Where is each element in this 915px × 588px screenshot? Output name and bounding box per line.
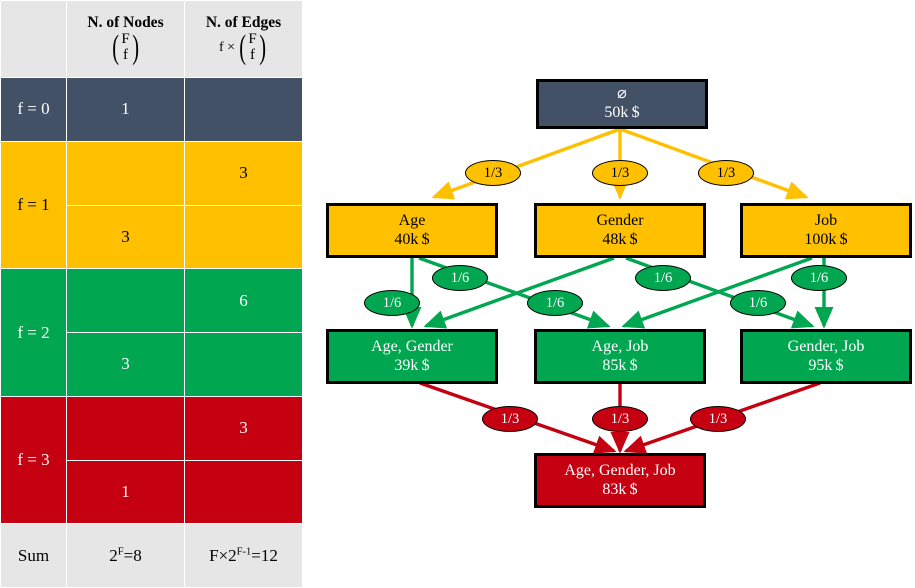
cell-nodes-sum-exp: F [117,545,124,557]
header-n-edges: N. of Edges f × ( F f ) [184,0,303,78]
header-n-nodes: N. of Nodes ( F f ) [66,0,185,78]
cell-edges-f1: 3 [184,140,303,206]
edge-label-age-gender-to-full[interactable]: 1/3 [482,406,538,432]
cell-nodes-f1-blank [66,140,185,206]
edge-label-root-age[interactable]: 1/3 [465,160,521,186]
binomial-edges-top: F [248,31,257,48]
binomial-edges: f × ( F f ) [218,29,268,67]
node-gender-value: 48k $ [602,230,638,248]
paren-left-icon: ( [239,29,247,67]
edge-label-gender-job-to-full[interactable]: 1/3 [690,406,746,432]
node-empty-set[interactable]: ⌀ 50k $ [536,79,708,129]
table-row-f1-top: f = 1 3 [0,140,303,270]
header-n-edges-title: N. of Edges [205,14,282,32]
counts-table: N. of Nodes ( F f ) N. of Edges [0,0,303,588]
node-gender-job-value: 95k $ [808,356,844,374]
node-empty-set-value: 50k $ [604,104,640,121]
cell-edges-sum: F×2F-1=12 [184,523,303,588]
binomial-nodes-terms: F f [121,31,130,64]
table-header-row: N. of Nodes ( F f ) N. of Edges [0,0,303,78]
node-age-gender-job-label: Age, Gender, Job [564,461,676,479]
node-gender-job-label: Gender, Job [787,337,865,355]
table-row-f2-top: f = 2 6 [0,268,303,397]
node-age-job[interactable]: Age, Job 85k $ [534,329,706,384]
counts-table-panel: N. of Nodes ( F f ) N. of Edges [0,0,303,588]
cell-nodes-sum-base: 2 [109,545,118,565]
node-age-gender-label: Age, Gender [371,337,453,355]
table-row-f2-bottom: 3 [1,332,303,397]
cell-edges-f3: 3 [184,395,303,461]
node-job-label: Job [814,211,838,229]
row-label-f2: f = 2 [0,268,67,397]
node-age-value: 40k $ [394,230,430,248]
node-age-gender-value: 39k $ [394,356,430,374]
paren-right-icon: ) [131,29,139,67]
node-age-gender-job[interactable]: Age, Gender, Job 83k $ [534,453,706,508]
node-age-label: Age [398,211,426,229]
cell-edges-sum-exp: F-1 [236,545,252,557]
node-job[interactable]: Job 100k $ [740,203,912,258]
cell-edges-sum-prefix: F×2 [209,545,237,565]
node-gender-label: Gender [596,211,644,229]
cell-nodes-sum: 2F=8 [66,523,185,588]
node-age-gender-job-value: 83k $ [602,480,638,498]
cell-edges-f2-blank [184,332,303,397]
node-age[interactable]: Age 40k $ [326,203,498,258]
node-age-gender[interactable]: Age, Gender 39k $ [326,329,498,384]
edge-label-gender-to-age-gender[interactable]: 1/6 [364,290,420,316]
cell-nodes-f1: 3 [66,204,185,270]
table-row-sum: Sum 2F=8 F×2F-1=12 [0,523,303,588]
row-label-sum: Sum [0,523,67,588]
cell-nodes-f3: 1 [66,459,185,525]
cell-edges-f2: 6 [184,268,303,333]
header-n-nodes-title: N. of Nodes [87,14,164,32]
node-gender-job[interactable]: Gender, Job 95k $ [740,329,912,384]
row-label-f3: f = 3 [0,395,67,525]
table-row-f1-bottom: 3 [1,204,303,270]
edge-label-age-to-age-gender[interactable]: 1/6 [527,290,583,316]
edge-label-age-job-to-full[interactable]: 1/3 [592,406,648,432]
node-job-value: 100k $ [804,230,848,248]
node-gender[interactable]: Gender 48k $ [534,203,706,258]
paren-left-icon: ( [112,29,120,67]
edge-label-age-to-age-job[interactable]: 1/6 [432,265,488,291]
edge-label-job-to-gender-job[interactable]: 1/6 [791,265,847,291]
cell-nodes-sum-result: =8 [123,545,142,565]
cell-edges-f0 [184,77,303,142]
binomial-edges-bottom: f [250,46,256,63]
binomial-edges-terms: F f [248,31,257,64]
edges-level1-to-level2 [402,256,834,329]
table-row-f3-top: f = 3 3 [0,395,303,525]
cell-edges-f3-blank [184,459,303,525]
node-empty-set-symbol-icon: ⌀ [617,85,627,103]
header-corner-cell [0,0,67,78]
paren-right-icon: ) [258,29,266,67]
row-label-f0: f = 0 [0,77,67,142]
cell-nodes-f3-blank [66,395,185,461]
lattice-diagram: ⌀ 50k $ Age 40k $ Gender 48k $ Job 100k … [302,0,915,588]
binomial-nodes: ( F f ) [110,29,141,67]
edge-label-gender-to-gender-job[interactable]: 1/6 [635,265,691,291]
cell-nodes-f0: 1 [66,77,185,142]
row-label-f1: f = 1 [0,140,67,270]
cell-edges-f1-blank [184,204,303,270]
binomial-nodes-bottom: f [123,46,128,63]
binomial-edges-prefix: f × [218,39,236,55]
cell-nodes-f2: 3 [66,332,185,397]
cell-nodes-f2-blank [66,268,185,333]
node-age-job-label: Age, Job [591,337,649,355]
binomial-nodes-top: F [121,31,130,48]
table-row-f0: f = 0 1 [0,77,303,142]
edge-label-root-job[interactable]: 1/3 [698,160,754,186]
cell-edges-sum-result: =12 [251,545,278,565]
edge-label-root-gender[interactable]: 1/3 [592,160,648,186]
table-row-f3-bottom: 1 [1,459,303,525]
edge-label-job-to-age-job[interactable]: 1/6 [730,290,786,316]
node-age-job-value: 85k $ [602,356,638,374]
